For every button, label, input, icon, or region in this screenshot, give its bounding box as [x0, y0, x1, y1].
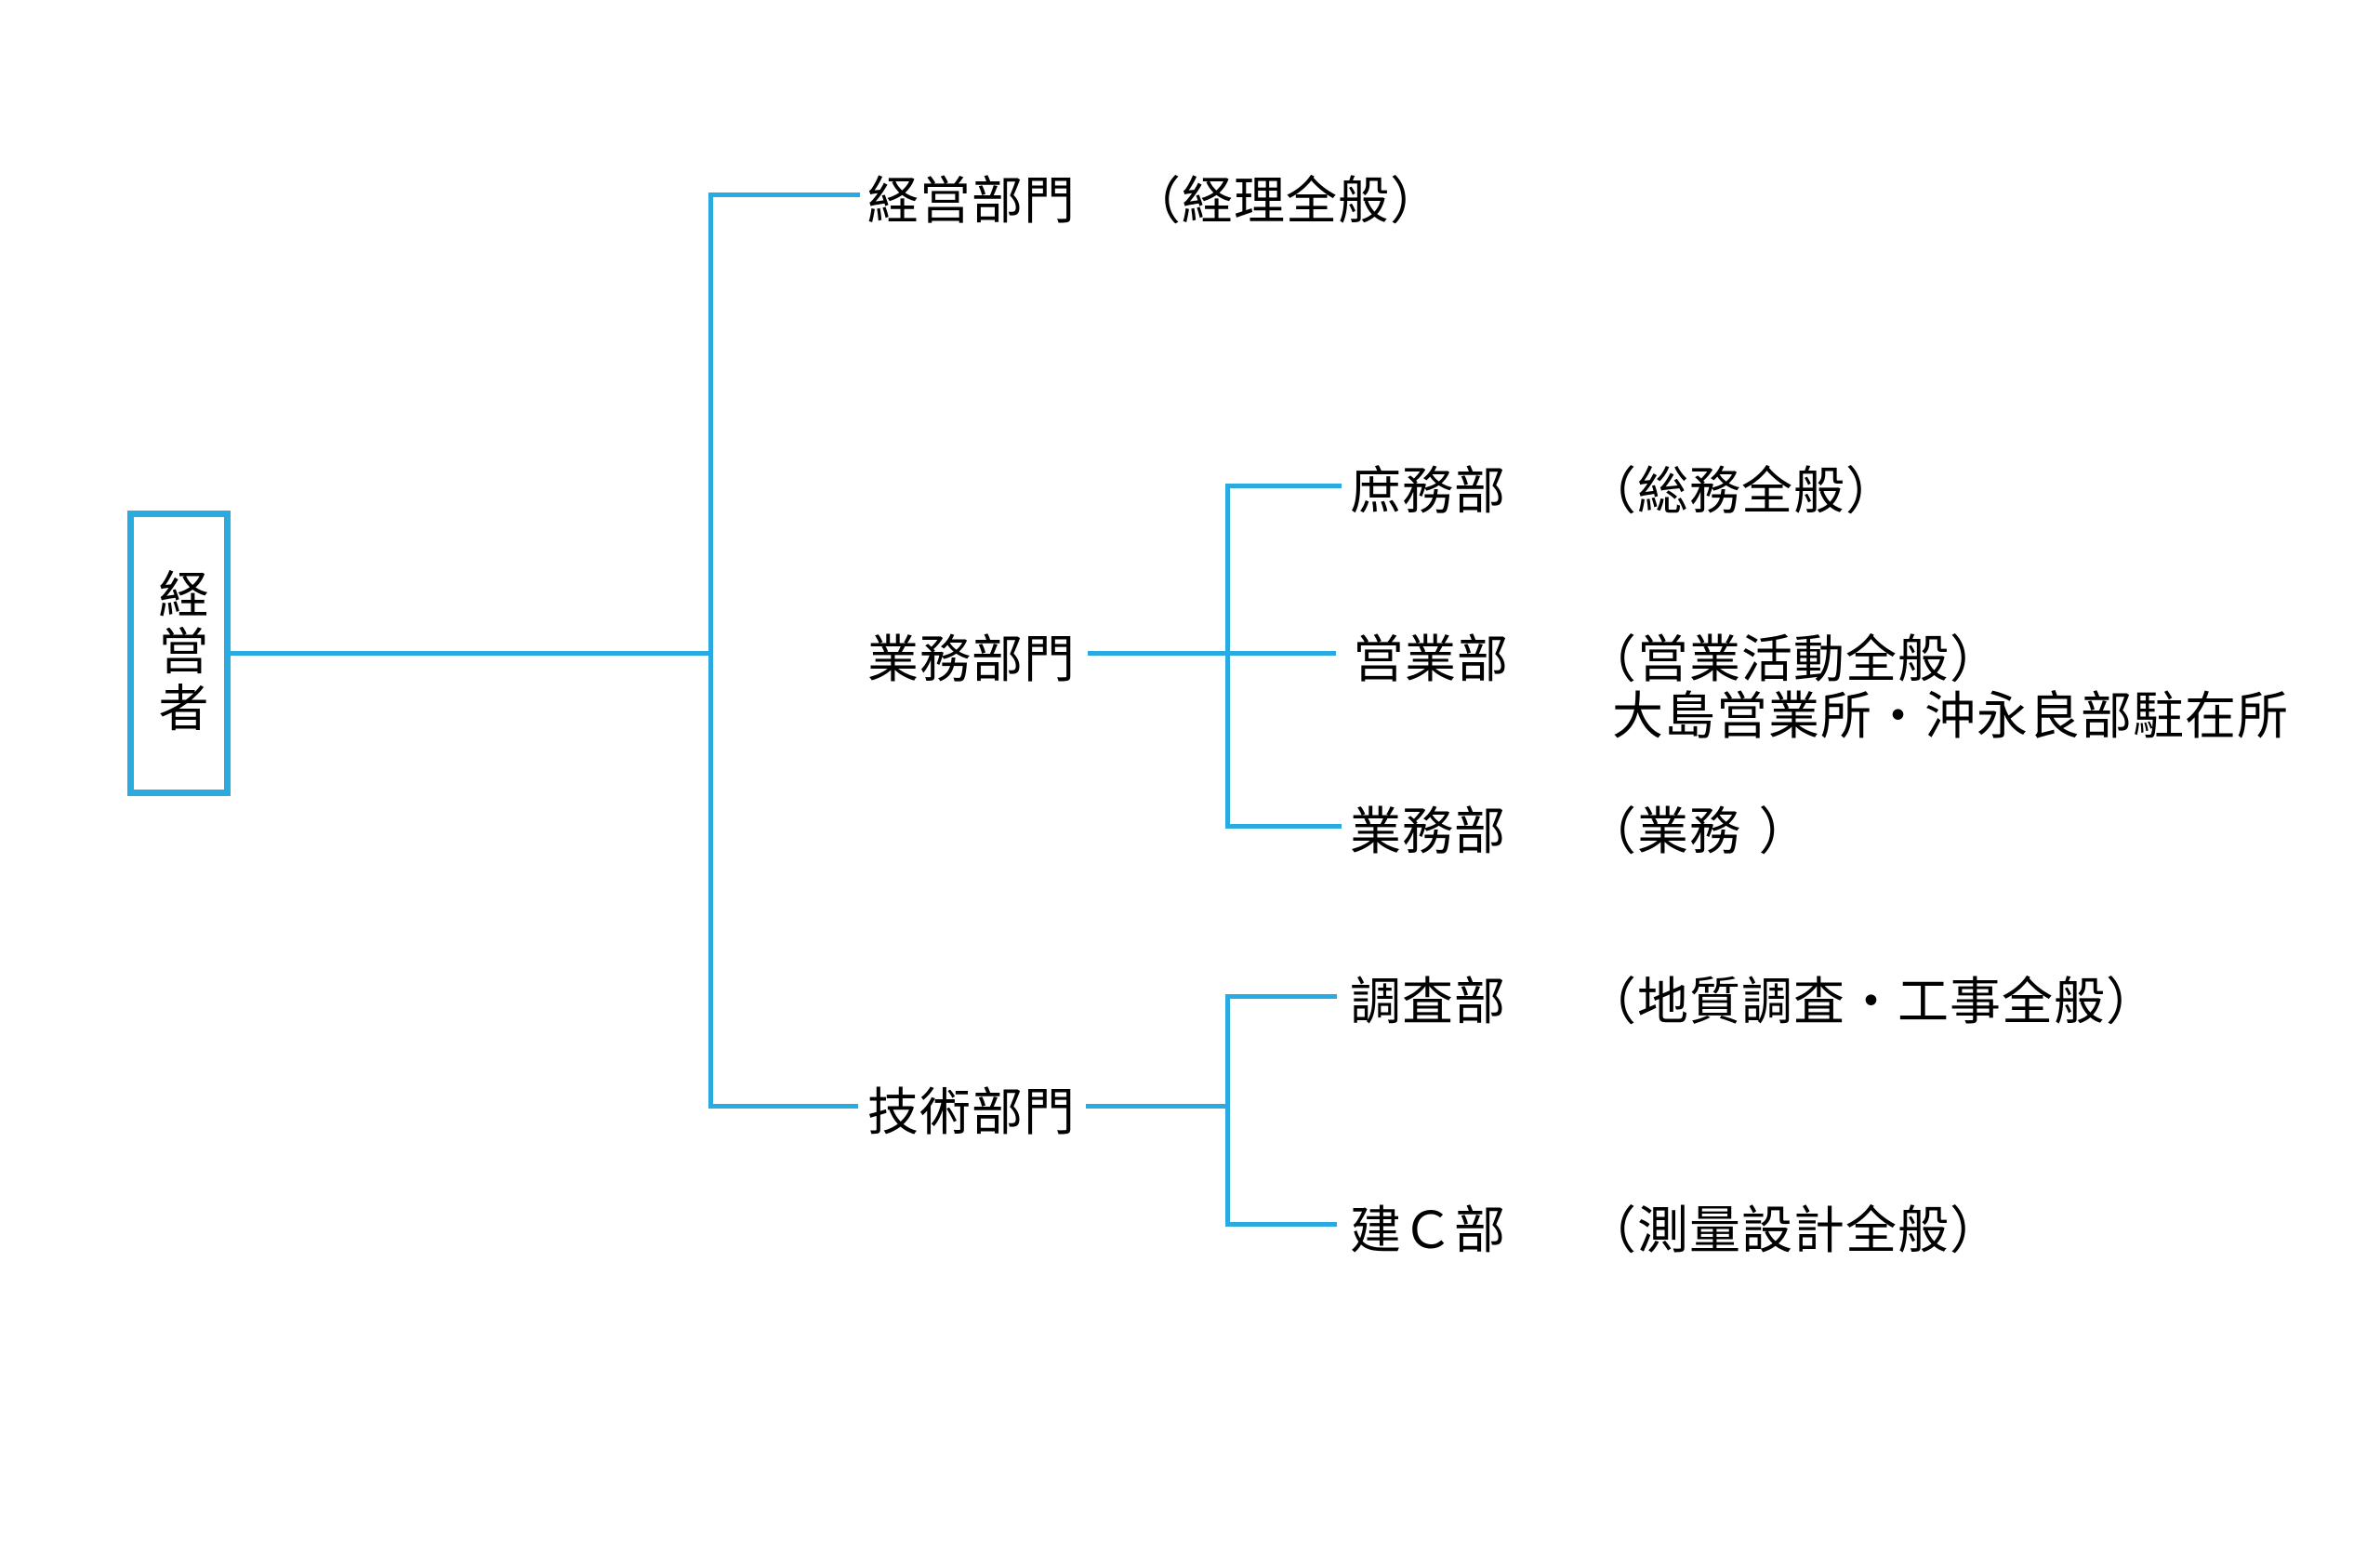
branch-note-keiei-bumon: （経理全般）	[1130, 171, 1443, 231]
dept-note-gyomubu: （業務 ）	[1585, 802, 1811, 861]
connector-gyomubu	[1225, 824, 1342, 829]
connector-branch-gijutsu	[708, 1104, 858, 1109]
dept-note-kensetsubu: （測量設計全般）	[1585, 1201, 2003, 1260]
dept-note-chosabu: （地質調査・工事全般）	[1585, 972, 2159, 1031]
dept-note2-eigyobu: 大島営業所・沖永良部駐在所	[1612, 686, 2290, 746]
connector-root-to-trunk	[231, 651, 713, 656]
branch-label-keiei-bumon: 経営部門	[867, 171, 1077, 231]
branch-label-gijutsu-bumon: 技術部門	[867, 1082, 1077, 1142]
dept-note-shomubu: （総務全般）	[1585, 461, 1898, 521]
dept-note-eigyobu: （営業活動全般）	[1585, 630, 2003, 689]
connector-chosabu	[1225, 994, 1337, 999]
dept-label-shomubu: 庶務部	[1350, 461, 1507, 521]
root-node-label: 経営者	[150, 568, 208, 738]
branch-label-gyomu-bumon: 業務部門	[867, 630, 1077, 689]
connector-subtrunk-gyomu	[1225, 484, 1230, 829]
connector-shomubu	[1225, 484, 1342, 488]
dept-label-chosabu: 調査部	[1350, 972, 1507, 1031]
connector-branch-keiei	[708, 193, 860, 197]
dept-label-kensetsubu: 建Ｃ部	[1350, 1201, 1507, 1260]
connector-branch-gyomu-right	[1088, 651, 1336, 656]
root-node-box: 経営者	[127, 511, 231, 796]
dept-label-eigyobu: 営業部	[1353, 630, 1510, 689]
connector-gijutsu-to-subtrunk	[1086, 1104, 1230, 1109]
connector-kensetsubu	[1225, 1222, 1337, 1227]
connector-subtrunk-gijutsu	[1225, 994, 1230, 1227]
connector-main-trunk	[708, 193, 713, 1109]
dept-label-gyomubu: 業務部	[1350, 802, 1507, 861]
